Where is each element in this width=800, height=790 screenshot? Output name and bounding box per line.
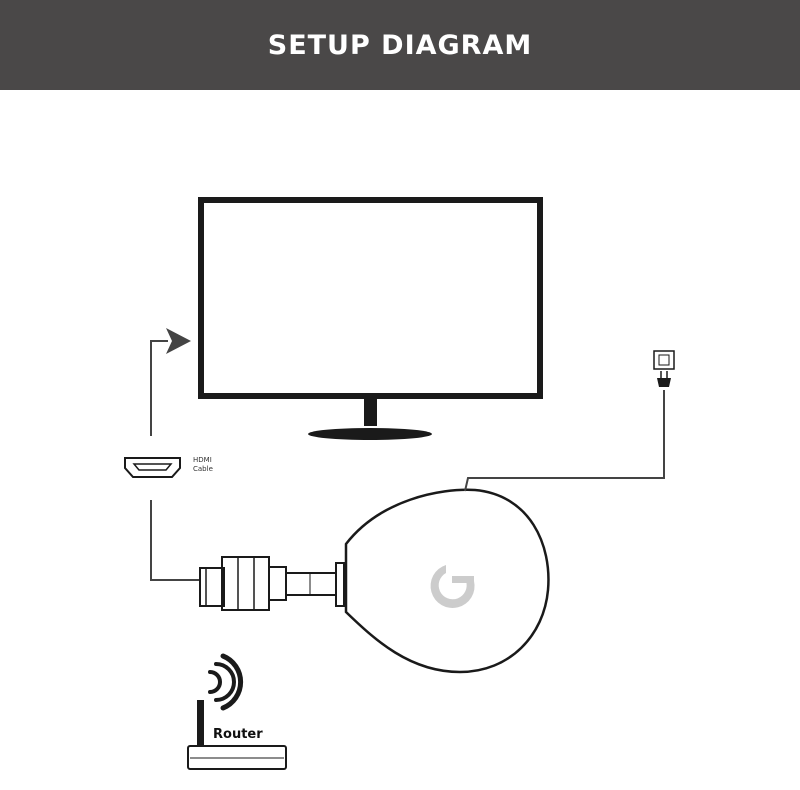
hdmi-label-line1: HDMI bbox=[193, 456, 212, 464]
wifi-waves-icon bbox=[208, 653, 244, 711]
arrow-right-icon bbox=[166, 328, 191, 354]
hdmi-cable-line bbox=[150, 328, 200, 581]
hdmi-connector-icon bbox=[199, 556, 345, 611]
power-cable bbox=[464, 390, 665, 492]
hdmi-cable-label: HDMI Cable bbox=[193, 456, 213, 474]
router-label: Router bbox=[213, 727, 263, 742]
router-icon bbox=[187, 700, 287, 770]
page-title: SETUP DIAGRAM bbox=[267, 29, 533, 61]
power-plug-icon bbox=[657, 371, 671, 387]
hdmi-label-line2: Cable bbox=[193, 465, 213, 473]
dongle-icon bbox=[344, 488, 550, 674]
power-outlet-icon bbox=[653, 350, 675, 370]
logo-icon bbox=[430, 565, 475, 608]
hdmi-port-icon bbox=[124, 457, 181, 478]
tv-icon bbox=[198, 197, 543, 440]
header-bar: SETUP DIAGRAM bbox=[0, 0, 800, 90]
